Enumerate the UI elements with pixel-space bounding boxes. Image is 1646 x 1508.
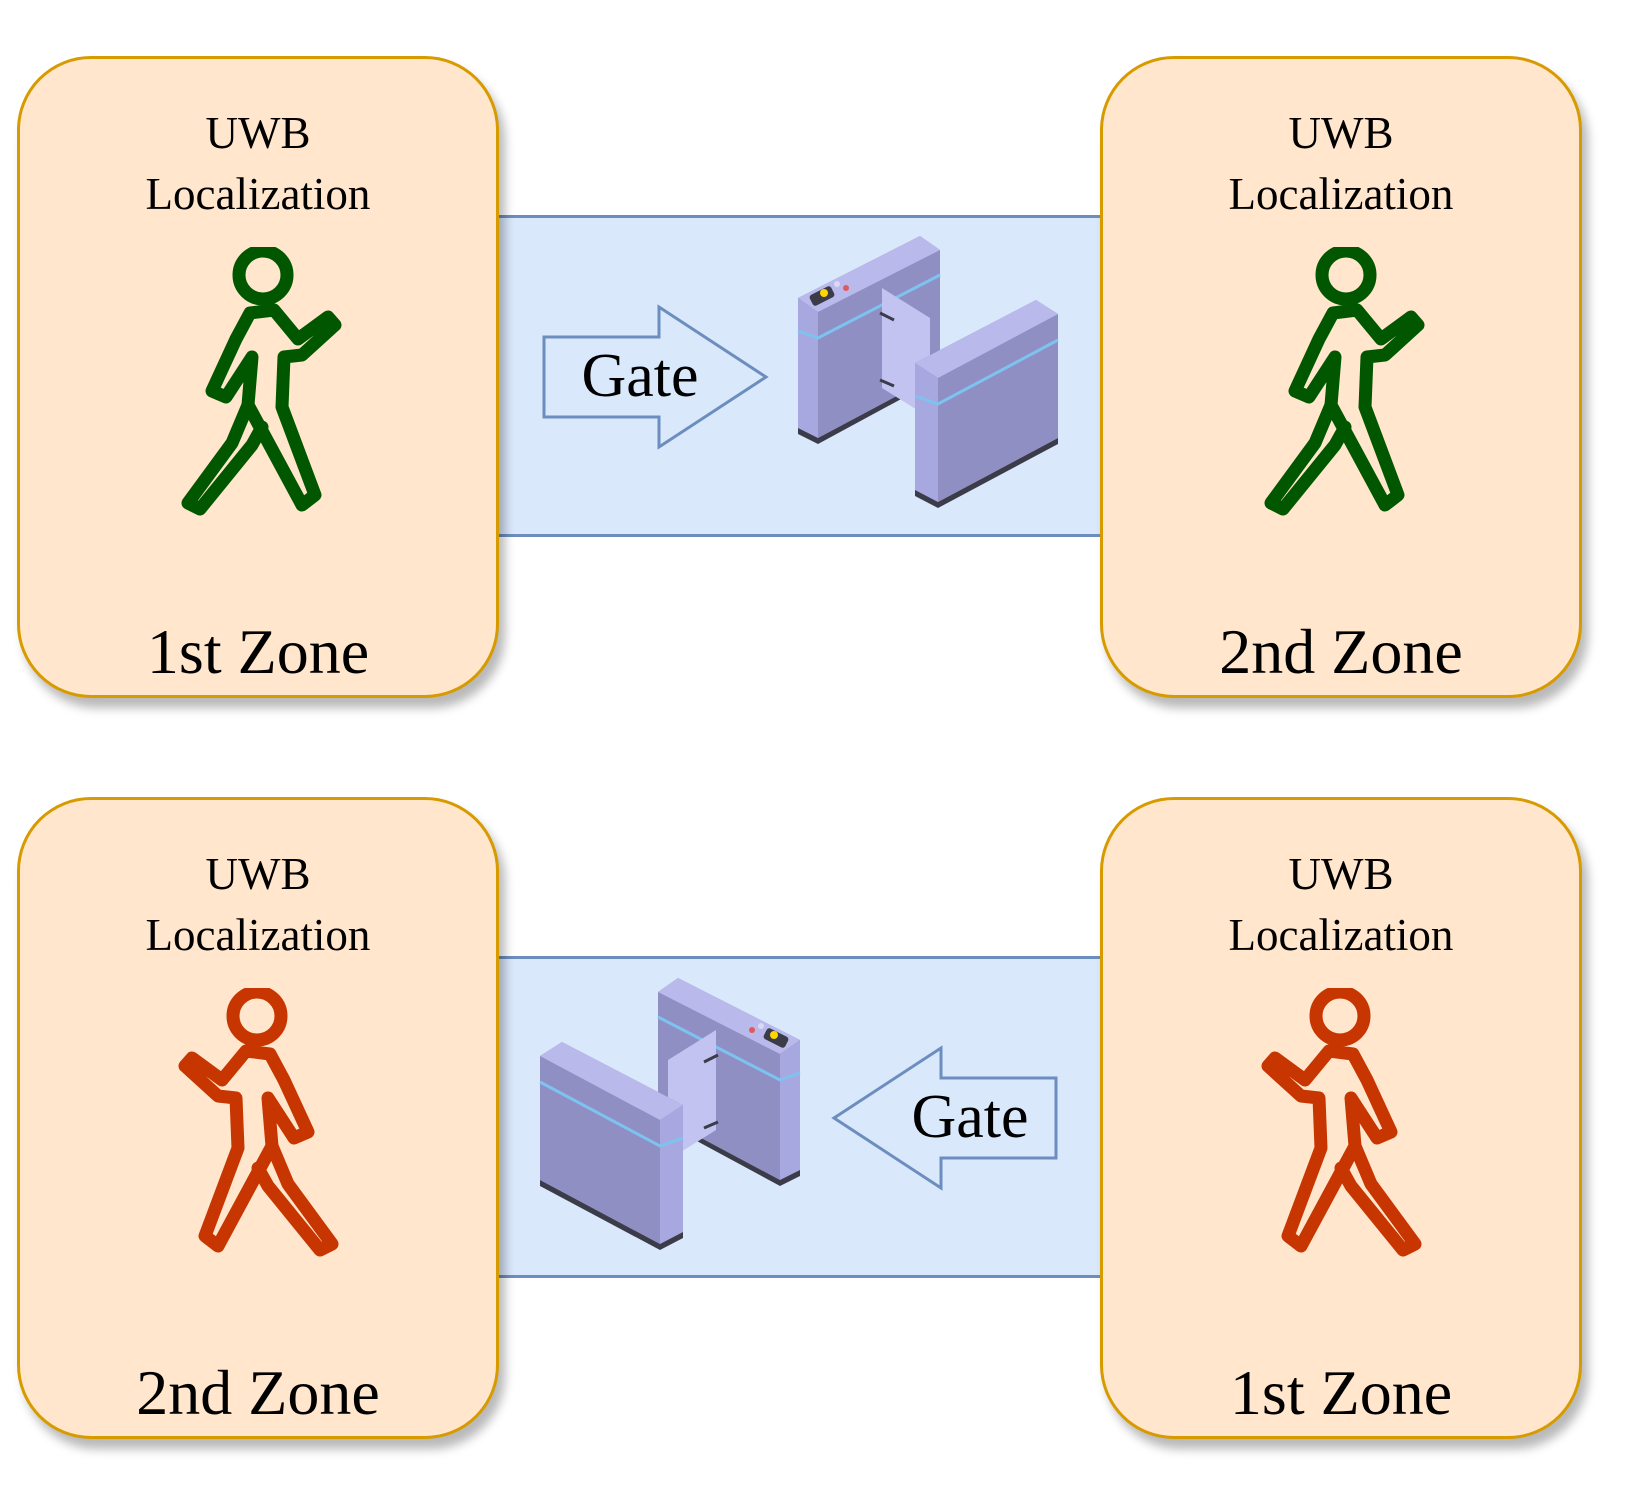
zone-box-top-left: UWB Localization 1st Zone	[17, 56, 499, 698]
zone-name: 1st Zone	[146, 616, 370, 687]
zone-title-line1: UWB	[205, 108, 311, 158]
turnstile-gate-icon	[539, 978, 801, 1250]
zone-name: 2nd Zone	[136, 1357, 380, 1428]
zone-title: UWB Localization	[20, 844, 496, 966]
turnstile-gate-icon	[797, 236, 1059, 508]
zone-title-line1: UWB	[205, 849, 311, 899]
zone-title-line2: Localization	[1228, 910, 1454, 960]
zone-name: 1st Zone	[1229, 1357, 1453, 1428]
direction-arrow-right: Gate	[540, 303, 770, 451]
zone-box-bottom-right: UWB Localization 1st Zone	[1100, 797, 1582, 1439]
walking-person-icon	[1261, 988, 1422, 1257]
zone-name: 2nd Zone	[1219, 616, 1463, 687]
zone-title: UWB Localization	[1103, 844, 1579, 966]
direction-arrow-left: Gate	[830, 1044, 1060, 1192]
arrow-label: Gate	[911, 1083, 1029, 1151]
arrow-left-icon	[831, 1045, 1058, 1191]
zone-title-line1: UWB	[1288, 108, 1394, 158]
zone-title-line1: UWB	[1288, 849, 1394, 899]
zone-title-line2: Localization	[1228, 169, 1454, 219]
zone-title-line2: Localization	[145, 169, 371, 219]
walking-person-icon	[178, 988, 339, 1257]
arrow-label: Gate	[581, 342, 699, 410]
zone-box-bottom-left: UWB Localization 2nd Zone	[17, 797, 499, 1439]
walking-person-icon	[181, 247, 342, 516]
zone-title: UWB Localization	[1103, 103, 1579, 225]
arrow-right-icon	[542, 304, 769, 450]
zone-title-line2: Localization	[145, 910, 371, 960]
zone-box-top-right: UWB Localization 2nd Zone	[1100, 56, 1582, 698]
zone-title: UWB Localization	[20, 103, 496, 225]
walking-person-icon	[1264, 247, 1425, 516]
